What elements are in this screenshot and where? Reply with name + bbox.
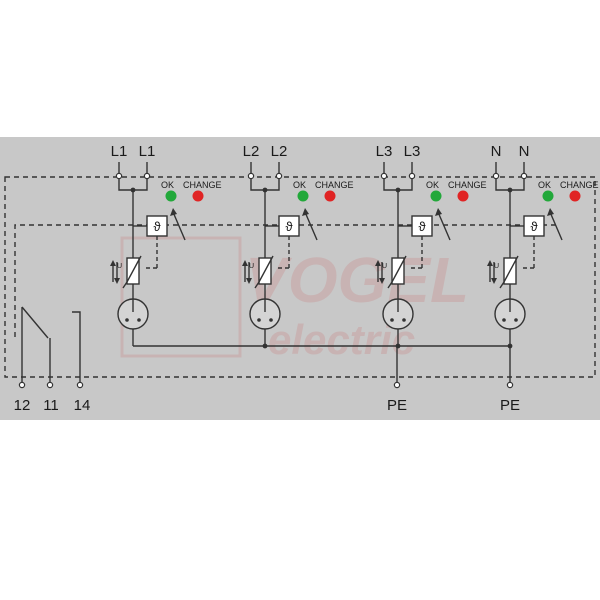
change-label: CHANGE bbox=[560, 180, 599, 190]
gap-dot bbox=[390, 318, 394, 322]
terminal-label-6: L3 bbox=[404, 143, 421, 160]
line-terminal bbox=[143, 172, 151, 180]
thermal-symbol: ϑ bbox=[285, 219, 293, 234]
gap-dot bbox=[502, 318, 506, 322]
indicator-arrow bbox=[437, 211, 451, 241]
channel-1: L1 L1 ϑ OK CHANGE U bbox=[110, 143, 222, 346]
line-terminal bbox=[408, 172, 416, 180]
pe-terminal-right bbox=[506, 381, 514, 389]
varistor-slash bbox=[254, 255, 274, 289]
arrow-head bbox=[110, 260, 116, 266]
terminal-14-label: 14 bbox=[74, 397, 91, 414]
ok-label: OK bbox=[161, 180, 174, 190]
contact-14-wire bbox=[72, 311, 81, 385]
arrow-head bbox=[375, 260, 381, 266]
terminal-11 bbox=[46, 381, 54, 389]
contact-blade bbox=[21, 306, 49, 339]
gap-dot bbox=[137, 318, 141, 322]
varistor-symbol: U bbox=[249, 263, 254, 270]
arrow-head bbox=[246, 278, 252, 284]
arrow-head bbox=[379, 278, 385, 284]
line-terminal bbox=[275, 172, 283, 180]
varistor-slash bbox=[387, 255, 407, 289]
arrow-head bbox=[491, 278, 497, 284]
thermal-link-line bbox=[14, 224, 560, 337]
ok-indicator bbox=[297, 190, 309, 202]
change-label: CHANGE bbox=[448, 180, 487, 190]
thermal-symbol: ϑ bbox=[530, 219, 538, 234]
change-indicator bbox=[457, 190, 469, 202]
enclosure-outline bbox=[4, 176, 596, 378]
terminal-11-label: 11 bbox=[43, 397, 59, 414]
thermal-symbol: ϑ bbox=[418, 219, 426, 234]
gap-dot bbox=[514, 318, 518, 322]
protection-channels: L1 L1 ϑ OK CHANGE U L2 L2 ϑ OK CHANGE U L3 L3 ϑ OK CHANG… bbox=[110, 143, 599, 349]
ok-indicator bbox=[430, 190, 442, 202]
channel-2: L2 L2 ϑ OK CHANGE U bbox=[242, 143, 354, 349]
line-terminal bbox=[520, 172, 528, 180]
indicator-arrow bbox=[172, 211, 186, 241]
change-label: CHANGE bbox=[315, 180, 354, 190]
varistor-symbol: U bbox=[117, 263, 122, 270]
terminal-12 bbox=[18, 381, 26, 389]
ok-indicator bbox=[542, 190, 554, 202]
thermal-symbol: ϑ bbox=[153, 219, 161, 234]
diagram-panel bbox=[0, 137, 600, 420]
pe-label-left: PE bbox=[387, 397, 407, 414]
change-label: CHANGE bbox=[183, 180, 222, 190]
change-indicator bbox=[324, 190, 336, 202]
terminal-label-1: L1 bbox=[111, 143, 128, 160]
gap-dot bbox=[257, 318, 261, 322]
terminal-label-3: L2 bbox=[243, 143, 260, 160]
line-terminal bbox=[247, 172, 255, 180]
terminal-14 bbox=[76, 381, 84, 389]
change-indicator bbox=[569, 190, 581, 202]
watermark-logo-box bbox=[120, 236, 242, 358]
gap-dot bbox=[269, 318, 273, 322]
terminal-label-2: L1 bbox=[139, 143, 156, 160]
varistor-slash bbox=[499, 255, 519, 289]
gap-dot bbox=[402, 318, 406, 322]
pe-terminal-left bbox=[393, 381, 401, 389]
varistor-symbol: U bbox=[494, 263, 499, 270]
indicator-arrow bbox=[549, 211, 563, 241]
indicator-arrow bbox=[304, 211, 318, 241]
arrow-head bbox=[114, 278, 120, 284]
terminal-label-7: N bbox=[491, 143, 502, 160]
varistor-symbol: U bbox=[382, 263, 387, 270]
arrow-head bbox=[170, 208, 177, 216]
watermark: VOGEL electric bbox=[120, 236, 469, 363]
pe-label-right: PE bbox=[500, 397, 520, 414]
arrow-head bbox=[302, 208, 309, 216]
varistor-slash bbox=[122, 255, 142, 289]
signal-contact: 12 11 14 bbox=[14, 306, 91, 414]
gap-dot bbox=[125, 318, 129, 322]
ok-label: OK bbox=[293, 180, 306, 190]
arrow-head bbox=[487, 260, 493, 266]
terminal-label-5: L3 bbox=[376, 143, 393, 160]
ok-indicator bbox=[165, 190, 177, 202]
arrow-head bbox=[547, 208, 554, 216]
terminal-12-label: 12 bbox=[14, 397, 31, 414]
arrow-head bbox=[242, 260, 248, 266]
terminal-label-4: L2 bbox=[271, 143, 288, 160]
channel-3: L3 L3 ϑ OK CHANGE U bbox=[375, 143, 487, 349]
change-indicator bbox=[192, 190, 204, 202]
ok-label: OK bbox=[538, 180, 551, 190]
arrow-head bbox=[435, 208, 442, 216]
terminal-label-8: N bbox=[519, 143, 530, 160]
line-terminal bbox=[115, 172, 123, 180]
line-terminal bbox=[492, 172, 500, 180]
watermark-brand: VOGEL bbox=[245, 244, 469, 316]
ok-label: OK bbox=[426, 180, 439, 190]
line-terminal bbox=[380, 172, 388, 180]
